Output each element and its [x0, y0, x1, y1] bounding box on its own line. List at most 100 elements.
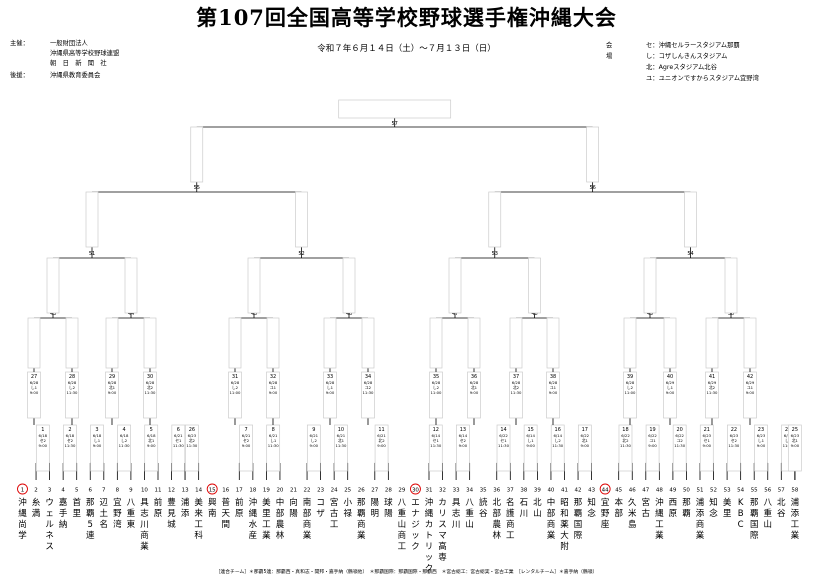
match-venue: セ1 [704, 438, 711, 443]
svg-text:糸: 糸 [32, 497, 41, 508]
team-number: 39 [534, 488, 541, 494]
svg-text:農: 農 [276, 519, 285, 530]
team-number: 33 [453, 488, 460, 494]
svg-text:那: 那 [574, 498, 583, 508]
round1-match [374, 424, 389, 472]
svg-text:添: 添 [791, 509, 800, 519]
svg-text:原: 原 [669, 509, 678, 519]
round1-match [185, 424, 199, 472]
match-venue: し2 [433, 385, 440, 390]
svg-text:コ: コ [316, 498, 325, 508]
match-time: 11:30 [707, 390, 719, 395]
score-box [85, 191, 99, 248]
team-number: 49 [669, 488, 676, 494]
match-venue: セ2 [243, 438, 250, 443]
match-number: 32 [270, 374, 276, 380]
match-venue: 北1 [582, 438, 589, 443]
svg-text:ル: ル [45, 520, 54, 530]
match-date: 6/29 [666, 380, 675, 385]
match-venue: し1 [270, 438, 277, 443]
match-number: 39 [627, 374, 633, 380]
score-box [295, 191, 308, 248]
svg-text:陽: 陽 [289, 509, 298, 519]
svg-text:南: 南 [303, 497, 312, 508]
svg-text:和: 和 [560, 509, 569, 519]
match-venue: し1 [327, 385, 334, 390]
match-date: 6/28 [269, 380, 278, 385]
svg-text:縄: 縄 [249, 509, 258, 519]
match-date: 6/29 [708, 380, 717, 385]
svg-text:谷: 谷 [777, 509, 786, 519]
team-name: 宮古工 [330, 497, 339, 530]
svg-text:カ: カ [425, 520, 434, 530]
svg-text:中: 中 [276, 497, 285, 508]
match-number: 10 [338, 427, 344, 433]
svg-text:添: 添 [696, 509, 705, 519]
svg-text:里: 里 [72, 509, 81, 519]
match-number: 37 [513, 374, 519, 380]
team-name: 那覇国際 [574, 498, 583, 541]
footer-note: ［連合チーム］＊那覇5連：那覇西・真和志・開邦・嘉手納（鶴嶺他） ＊那覇国際：那… [215, 570, 598, 575]
round1-match [699, 424, 714, 472]
seed-circle [599, 483, 611, 495]
match-time: 11:30 [67, 390, 79, 395]
match-time: 9:00 [377, 443, 386, 448]
score-box [724, 257, 738, 314]
team-number: 11 [155, 488, 162, 494]
svg-text:農: 農 [492, 519, 501, 530]
score-box [342, 257, 356, 314]
match-date: 6/28 [68, 380, 77, 385]
svg-text:里: 里 [723, 509, 732, 519]
match-time: 9:00 [93, 443, 102, 448]
champion-box [338, 99, 452, 119]
team-number: 40 [547, 488, 554, 494]
team-number: 53 [724, 488, 731, 494]
match-date: 6/22 [621, 433, 630, 438]
match-date: 6/28 [326, 380, 335, 385]
match-time: 11:30 [119, 443, 131, 448]
match-time: 11:30 [498, 443, 510, 448]
match-date: 6/14 [459, 433, 468, 438]
team-number: 54 [737, 488, 744, 494]
team-name: 知念 [709, 497, 718, 519]
venue-item: 北：Agreスタジアム北谷 [646, 64, 717, 71]
svg-text:浦: 浦 [181, 497, 190, 508]
team-name: 豊見城 [167, 497, 176, 530]
svg-text:覇: 覇 [357, 509, 366, 519]
venue-item: ユ：ユニオンですからスタジアム宜野湾 [646, 75, 759, 82]
team-number: 30 [412, 488, 419, 494]
svg-text:山: 山 [533, 508, 542, 519]
score-box [684, 191, 697, 248]
svg-text:業: 業 [655, 530, 664, 541]
match-number: 2 [68, 427, 71, 433]
match-time: 9:00 [703, 443, 712, 448]
svg-text:名: 名 [100, 519, 109, 530]
svg-text:ス: ス [45, 542, 54, 552]
svg-text:嘉: 嘉 [59, 497, 68, 508]
svg-text:ト: ト [425, 531, 434, 541]
svg-text:覇: 覇 [682, 509, 691, 519]
svg-text:知: 知 [709, 497, 718, 508]
svg-text:川: 川 [520, 509, 529, 519]
match-date: 6/14 [526, 433, 535, 438]
match-venue: 北1 [109, 385, 116, 390]
team-number: 20 [276, 488, 283, 494]
svg-text:那: 那 [357, 498, 366, 508]
svg-text:大: 大 [560, 530, 569, 541]
svg-text:ウ: ウ [45, 498, 54, 508]
team-number: 55 [751, 488, 758, 494]
svg-text:マ: マ [438, 531, 447, 541]
match-number: 14 [500, 427, 506, 433]
score-box [143, 317, 157, 369]
team-name: 糸満 [32, 497, 41, 519]
svg-text:小: 小 [343, 497, 352, 508]
svg-text:国: 国 [574, 520, 583, 530]
match-number: 25 [792, 427, 798, 433]
match-number: 19 [649, 427, 655, 433]
svg-text:北: 北 [492, 498, 501, 508]
